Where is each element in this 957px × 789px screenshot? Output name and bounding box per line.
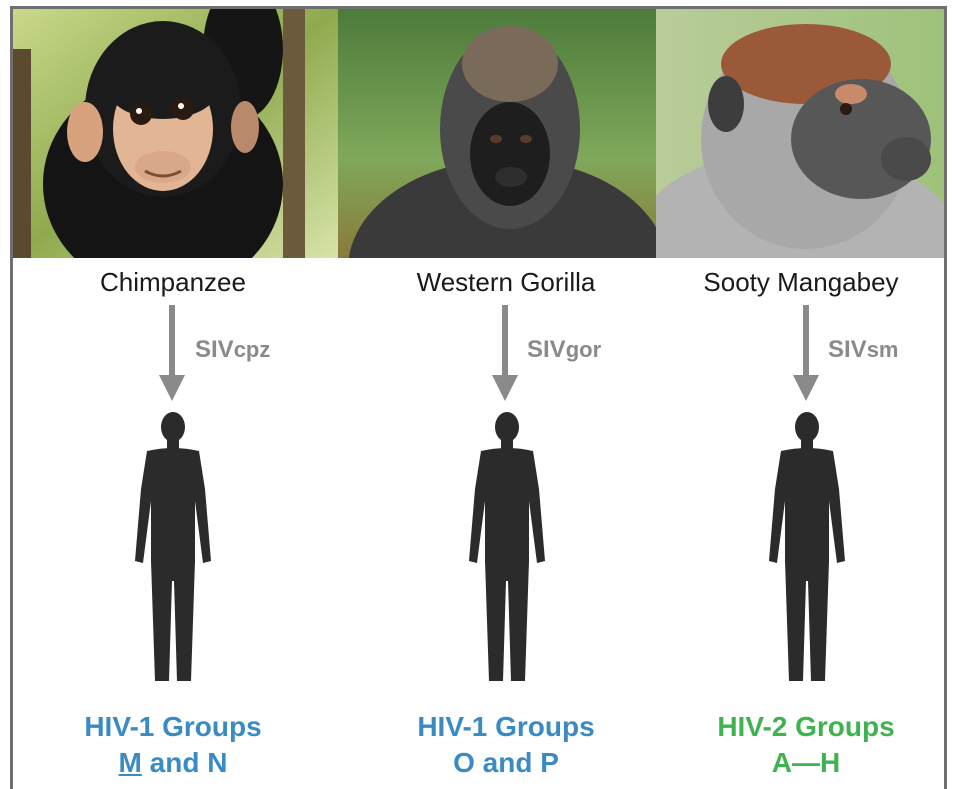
group-line2: A—H — [646, 745, 947, 781]
human-silhouette-icon — [461, 411, 553, 691]
siv-label-cpz: SIVcpz — [195, 336, 270, 364]
group-label-hiv1-op: HIV-1 Groups O and P — [346, 709, 666, 781]
species-label-mangabey: Sooty Mangabey — [641, 267, 947, 298]
species-label-gorilla: Western Gorilla — [346, 267, 666, 298]
down-arrow-icon — [159, 305, 185, 403]
group-line2: O and P — [346, 745, 666, 781]
group-line1: HIV-2 Groups — [646, 709, 947, 745]
group-m-highlight: M — [119, 747, 142, 778]
group-line1: HIV-1 Groups — [346, 709, 666, 745]
siv-label-sm: SIVsm — [828, 336, 898, 364]
down-arrow-icon — [492, 305, 518, 403]
group-label-hiv2: HIV-2 Groups A—H — [646, 709, 947, 781]
human-silhouette-icon — [761, 411, 853, 691]
down-arrow-icon — [793, 305, 819, 403]
siv-label-gor: SIVgor — [527, 336, 601, 364]
figure-frame: Chimpanzee Western Gorilla Sooty Mangabe… — [10, 6, 947, 789]
species-label-chimpanzee: Chimpanzee — [13, 267, 333, 298]
human-silhouette-icon — [127, 411, 219, 691]
group-label-hiv1-mn: HIV-1 Groups M and N — [13, 709, 333, 781]
group-line1: HIV-1 Groups — [13, 709, 333, 745]
mangabey-photo — [656, 9, 944, 258]
photo-strip — [13, 9, 944, 258]
gorilla-photo — [338, 9, 656, 258]
group-line2: M and N — [13, 745, 333, 781]
chimpanzee-photo — [13, 9, 338, 258]
